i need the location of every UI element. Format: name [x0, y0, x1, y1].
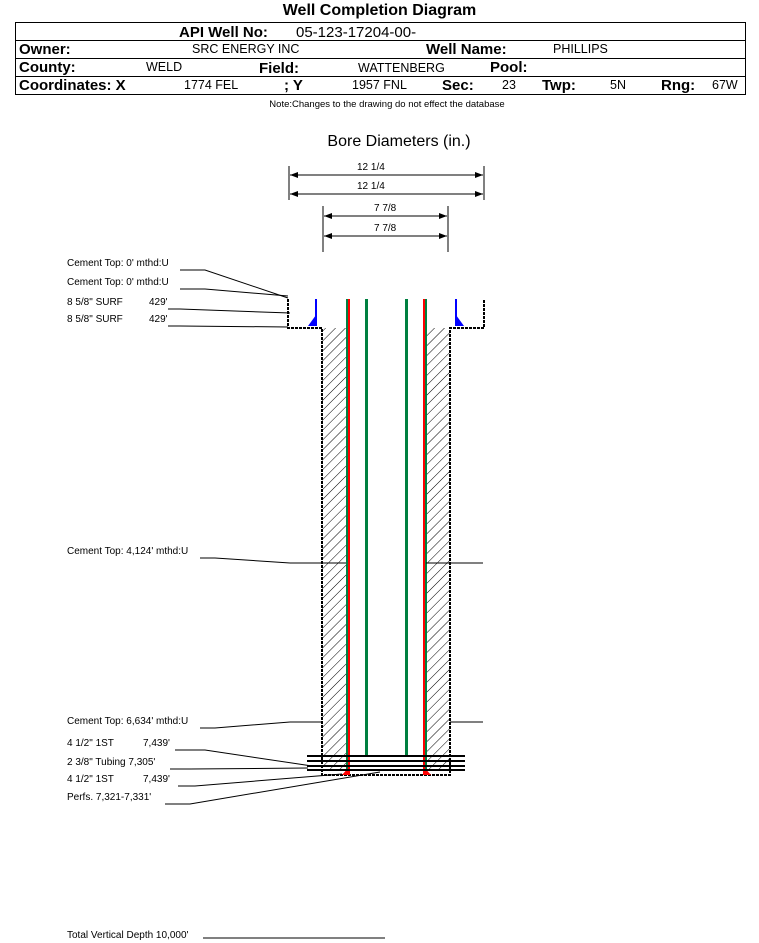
coord-y-value: 1957 FNL — [352, 78, 407, 92]
api-label: API Well No: — [179, 24, 268, 41]
total-depth-label: Total Vertical Depth 10,000' — [67, 930, 189, 941]
surface-casing-label: 8 5/8" SURF — [67, 314, 123, 325]
rng-value: 67W — [712, 78, 738, 92]
perforations — [307, 755, 465, 771]
production-casing-label: 4 1/2" 1ST — [67, 738, 114, 749]
note: Note:Changes to the drawing do not effec… — [269, 99, 505, 110]
well-name-label: Well Name: — [426, 41, 507, 58]
dim-label: 12 1/4 — [357, 162, 385, 173]
leader-lines — [165, 269, 385, 939]
perforations-label: Perfs. 7,321-7,331' — [67, 792, 152, 803]
coordinates-row: Coordinates: X 1774 FEL ; Y 1957 FNL Sec… — [16, 76, 745, 94]
twp-label: Twp: — [542, 77, 576, 94]
production-casing — [346, 299, 427, 769]
production-casing-label: 4 1/2" 1ST — [67, 774, 114, 785]
production-casing-depth: 7,439' — [143, 738, 170, 749]
cement-top-label: Cement Top: 4,124' mthd:U — [67, 546, 189, 557]
rng-label: Rng: — [661, 77, 696, 94]
dim-label: 7 7/8 — [374, 223, 397, 234]
county-row: County: WELD Field: WATTENBERG Pool: — [16, 58, 745, 77]
surface-hole — [287, 299, 485, 776]
tubing — [365, 299, 408, 755]
field-label: Field: — [259, 60, 299, 77]
dim-label: 12 1/4 — [357, 181, 385, 192]
twp-value: 5N — [610, 78, 626, 92]
owner-label: Owner: — [19, 41, 71, 58]
production-casing-depth: 7,439' — [143, 774, 170, 785]
api-value: 05-123-17204-00- — [296, 24, 417, 41]
surface-casing-depth: 429' — [149, 314, 168, 325]
well-header-table: API Well No: 05-123-17204-00- Owner: SRC… — [15, 22, 746, 95]
tubing-label: 2 3/8" Tubing 7,305' — [67, 757, 156, 768]
owner-value: SRC ENERGY INC — [192, 42, 300, 56]
field-value: WATTENBERG — [358, 61, 445, 75]
surface-casing — [315, 299, 457, 326]
county-label: County: — [19, 59, 76, 76]
cement-top-label: Cement Top: 0' mthd:U — [67, 258, 169, 269]
pool-label: Pool: — [490, 59, 528, 76]
surface-cement-shoe — [308, 315, 464, 326]
sec-label: Sec: — [442, 77, 474, 94]
dimension-lines — [288, 166, 485, 252]
surface-casing-depth: 429' — [149, 297, 168, 308]
coord-x-label: Coordinates: X — [19, 77, 126, 94]
cement-hatch — [322, 328, 450, 770]
county-value: WELD — [146, 60, 183, 74]
bore-diameters-title: Bore Diameters (in.) — [327, 133, 471, 150]
cement-top-marks — [290, 562, 483, 723]
owner-row: Owner: SRC ENERGY INC Well Name: PHILLIP… — [16, 40, 745, 58]
coord-x-value: 1774 FEL — [184, 78, 239, 92]
cement-top-label: Cement Top: 0' mthd:U — [67, 277, 169, 288]
cement-top-label: Cement Top: 6,634' mthd:U — [67, 716, 189, 727]
dim-label: 7 7/8 — [374, 203, 397, 214]
diagram-title: Well Completion Diagram — [282, 2, 477, 19]
sec-value: 23 — [502, 78, 516, 92]
well-name-value: PHILLIPS — [553, 42, 608, 56]
coord-y-label: ; Y — [284, 77, 303, 94]
surface-casing-label: 8 5/8" SURF — [67, 297, 123, 308]
